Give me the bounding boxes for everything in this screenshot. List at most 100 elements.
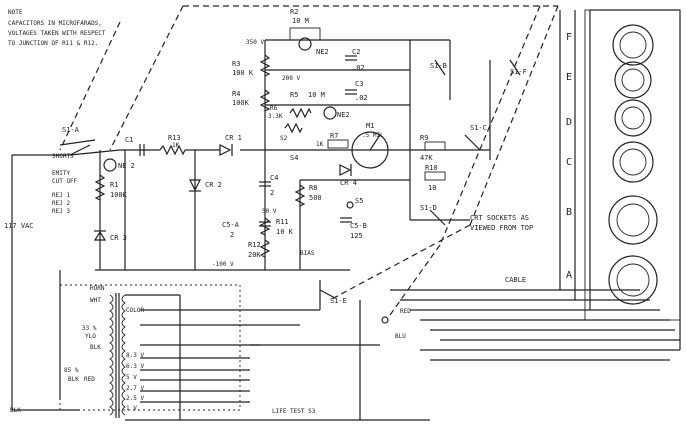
rej1-label: REJ 1 [52,192,70,199]
cr4-label: CR 4 [340,179,357,187]
line-voltage-label: 117 VAC [4,222,34,230]
c5b-value: 125 [350,232,363,240]
tap-3: 5 V [126,374,137,381]
r1-label: R1 [110,181,118,189]
cutoff-label: CUT OFF [52,178,78,185]
r13-value: 1K [172,142,180,149]
wiring [11,9,681,421]
r5-value: 10 M [308,91,325,99]
r6-value: 3.3K [268,113,283,120]
note-line-2: VOLTAGES TAKEN WITH RESPECT [8,30,106,37]
labels: 117 VAC BLK S1-A SHORTS EMITY CUT OFF RE… [4,8,572,415]
tap-4: 2.7 V [126,385,144,392]
r2-value: 10 M [292,17,309,25]
ne2c-label: NE2 [337,111,350,119]
tap-2: 6.3 V [126,363,144,370]
c5a-label: C5-A [222,221,240,229]
r4-label: R4 [232,90,240,98]
r12-value: 20K [248,251,261,259]
c2-value: .02 [352,64,365,72]
red-label: RED [84,376,95,383]
c5b-label: C5-B [350,222,367,230]
tap-6: 1 V [126,405,137,412]
socket-d-label: D [566,117,572,128]
ground-label: BLK [10,407,21,414]
r9-value: 47K [420,154,433,162]
s5-label: S5 [355,197,363,205]
v350-label: 350 V [246,39,264,46]
components [93,27,521,324]
s1b-label: S1-B [430,62,447,70]
socket-e-label: E [566,72,572,83]
r2-label: R2 [290,8,298,16]
note-block: NOTE CAPACITORS IN MICROFARADS, VOLTAGES… [8,9,106,47]
socket-b-label: B [566,207,572,218]
rej2-label: REJ 2 [52,200,70,207]
r7-value: 1K [316,141,324,148]
s4-label: S4 [290,154,298,162]
note-line-1: CAPACITORS IN MICROFARADS, [8,20,102,27]
s1f-label: S1-F [510,68,527,76]
v50-label: 50 V [262,208,277,215]
life-test-label: LIFE TEST S3 [272,408,316,415]
crt-sockets [584,9,681,321]
tap-1: 8.3 V [126,352,144,359]
s2-label: S2 [280,135,288,142]
s1c-label: S1-C [470,124,487,132]
m1-value: .5 MIL [362,132,384,139]
v200-label: 200 V [282,75,300,82]
crt-caption-1: CRT SOCKETS AS [470,214,529,222]
primary-b-label: 85 % [64,367,79,374]
v100-label: -100 V [212,261,234,268]
r10-value: 10 [428,184,436,192]
r9-label: R9 [420,134,428,142]
cr1-label: CR 1 [225,134,242,142]
r7-label: R7 [330,132,338,140]
r10-label: R10 [425,164,438,172]
bias-label: BIAS [300,250,315,257]
cr3-label: CR 3 [110,234,127,242]
ne2b-label: NE2 [316,48,329,56]
c5a-value: 2 [230,231,234,239]
ne2-label: NE 2 [118,162,135,170]
socket-a-label: A [566,270,572,281]
m1-label: M1 [366,122,374,130]
horn-label: HORN [90,285,105,292]
r6-label: R6 [270,105,278,112]
c3-value: .02 [355,94,368,102]
socket-f-label: F [566,32,572,43]
c2-label: C2 [352,48,360,56]
c4-label: C4 [270,174,278,182]
switch-linkage [59,5,559,316]
r1-value: 100K [110,191,128,199]
r4-value: 100K [232,99,250,107]
r11-label: R11 [276,218,289,226]
color-label: COLOR [126,307,144,314]
c1-label: C1 [125,136,133,144]
note-title: NOTE [8,9,23,16]
r12-label: R12 [248,241,261,249]
r8-label: R8 [309,184,317,192]
r3-label: R3 [232,60,240,68]
s6-blu-label: BLU [395,333,406,340]
crt-caption-2: VIEWED FROM TOP [470,224,533,232]
cable-label: CABLE [505,276,526,284]
rej3-label: REJ 3 [52,208,70,215]
socket-c-label: C [566,157,572,168]
blk2-label: BLK [68,376,79,383]
cr2-label: CR 2 [205,181,222,189]
s1a-label: S1-A [62,126,80,134]
c4-value: 2 [270,189,274,197]
note-line-3: TO JUNCTION OF R11 & R12. [8,40,98,47]
r8-value: 500 [309,194,322,202]
primary-a-label: 33 % [82,325,97,332]
r11-value: 10 K [276,228,294,236]
blk-label: BLK [90,344,101,351]
r5-label: R5 [290,91,298,99]
r13-label: R13 [168,134,181,142]
emit-label: EMITY [52,170,70,177]
ylo-label: YLO [85,333,96,340]
c3-label: C3 [355,80,363,88]
wht-label: WHT [90,297,101,304]
